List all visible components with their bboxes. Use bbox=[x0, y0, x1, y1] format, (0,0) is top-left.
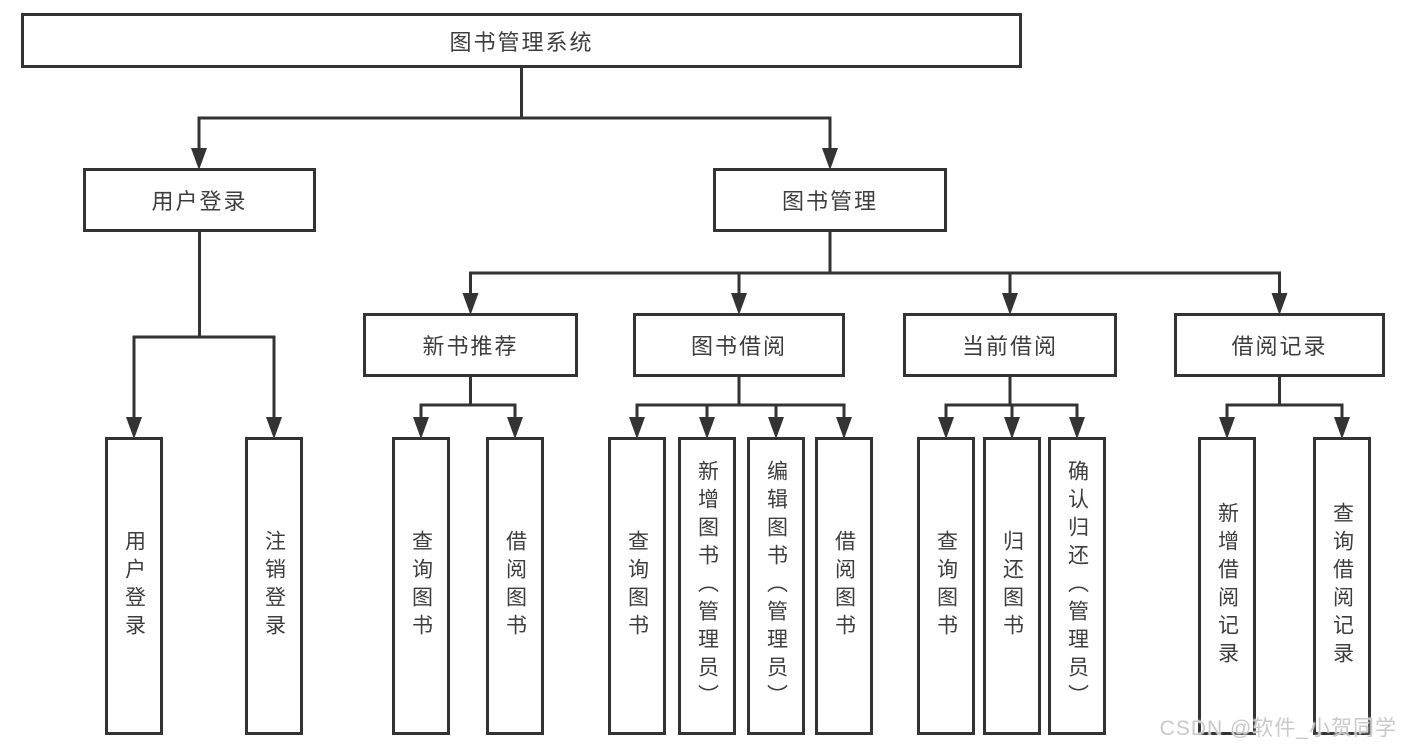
arrowhead bbox=[1002, 293, 1018, 315]
arrowhead bbox=[413, 417, 429, 439]
arrowhead bbox=[1334, 417, 1350, 439]
node-leaf-confirm-return-admin: 确认归还（管理员） bbox=[1048, 437, 1106, 735]
arrowhead bbox=[1004, 417, 1020, 439]
arrowhead bbox=[266, 417, 282, 439]
arrowhead bbox=[938, 417, 954, 439]
node-leaf-edit-books-admin: 编辑图书（管理员） bbox=[747, 437, 805, 735]
arrowhead bbox=[1069, 417, 1085, 439]
node-user-login-branch: 用户登录 bbox=[83, 168, 316, 232]
node-leaf-add-borrow-record: 新增借阅记录 bbox=[1198, 437, 1256, 735]
connector-user-login-to-leaves bbox=[126, 230, 282, 439]
node-leaf-query-books-3: 查询图书 bbox=[917, 437, 975, 735]
connector-records-to-leaves bbox=[1219, 375, 1350, 439]
arrowhead bbox=[191, 148, 207, 170]
arrowhead bbox=[507, 417, 523, 439]
connector-new-book-to-leaves bbox=[413, 375, 523, 439]
node-book-borrowing: 图书借阅 bbox=[633, 313, 845, 377]
node-leaf-query-books-1: 查询图书 bbox=[392, 437, 450, 735]
node-leaf-add-books-admin: 新增图书（管理员） bbox=[678, 437, 736, 735]
node-borrowing-records: 借阅记录 bbox=[1174, 313, 1385, 377]
connector-current-borrow-to-leaves bbox=[938, 375, 1085, 439]
arrowhead bbox=[1271, 293, 1288, 315]
node-leaf-logout: 注销登录 bbox=[245, 437, 303, 735]
node-root: 图书管理系统 bbox=[21, 13, 1022, 68]
node-leaf-borrow-books-1: 借阅图书 bbox=[486, 437, 544, 735]
arrowhead bbox=[822, 148, 838, 170]
arrowhead bbox=[768, 417, 784, 439]
watermark-text: CSDN @软件_小贺同学 bbox=[1159, 717, 1397, 740]
node-leaf-user-login: 用户登录 bbox=[105, 437, 163, 735]
arrowhead bbox=[699, 417, 715, 439]
arrowhead bbox=[1219, 417, 1235, 439]
node-leaf-query-books-2: 查询图书 bbox=[608, 437, 666, 735]
connector-root-to-level2 bbox=[191, 66, 838, 170]
node-leaf-borrow-books-2: 借阅图书 bbox=[815, 437, 873, 735]
connector-book-borrow-to-leaves bbox=[629, 375, 852, 439]
connector-book-mgmt-to-level3 bbox=[462, 230, 1288, 315]
node-leaf-return-books: 归还图书 bbox=[983, 437, 1041, 735]
arrowhead bbox=[126, 417, 142, 439]
arrowhead bbox=[462, 293, 479, 315]
arrowhead bbox=[629, 417, 645, 439]
node-book-management: 图书管理 bbox=[713, 168, 947, 232]
arrowhead bbox=[836, 417, 852, 439]
node-new-book-recommend: 新书推荐 bbox=[363, 313, 578, 377]
node-current-borrowing: 当前借阅 bbox=[903, 313, 1117, 377]
arrowhead bbox=[731, 293, 747, 315]
node-leaf-query-borrow-record: 查询借阅记录 bbox=[1313, 437, 1371, 735]
